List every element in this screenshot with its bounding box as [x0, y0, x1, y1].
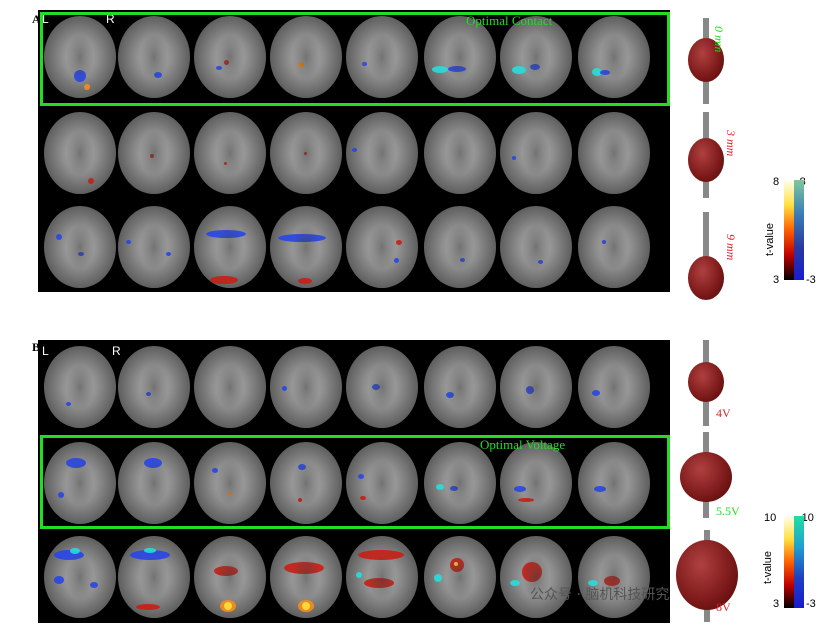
- row-a3: [38, 200, 668, 294]
- panel-a-highlight-box: [40, 12, 670, 106]
- voltage-label-5-5v: 5.5V: [716, 504, 740, 518]
- electrode-b2: [680, 432, 732, 518]
- row-b1: [38, 340, 668, 434]
- cbar-b-pos: [784, 516, 794, 608]
- cbar-a-title: t-value: [764, 222, 776, 256]
- panel-b-label: B: [32, 340, 41, 354]
- cbar-b-top-pos: 10: [764, 512, 777, 524]
- cbar-a-pos: [784, 180, 794, 280]
- contact-label-3: 3 mm: [724, 130, 738, 157]
- cbar-b-bottom-pos: 3: [773, 598, 780, 610]
- row-b2: [38, 436, 668, 530]
- watermark-text: 公众号 · 脑机科技研究: [530, 587, 670, 603]
- cbar-b-neg: [794, 516, 804, 608]
- row-a2: [38, 106, 668, 200]
- cbar-b-title: t-value: [762, 550, 774, 584]
- panel-b-right-label: R: [112, 344, 121, 358]
- row-a1: [38, 10, 668, 104]
- contact-label-9: 9 mm: [724, 234, 738, 261]
- cbar-a-bottom-pos: 3: [773, 274, 780, 286]
- cbar-a-bottom-neg: -3: [806, 274, 816, 286]
- electrode-a2: [688, 112, 724, 202]
- row-b3: [38, 530, 668, 624]
- panel-b-left-label: L: [42, 344, 49, 358]
- electrode-b3: [676, 530, 738, 622]
- electrode-b1: [686, 340, 726, 426]
- panel-a-image: L R: [38, 10, 670, 292]
- voltage-label-4v: 4V: [716, 406, 731, 420]
- panel-a-right-label: R: [106, 12, 115, 26]
- cbar-a-top-pos: 8: [773, 176, 780, 188]
- panel-b-highlight-box: [40, 435, 670, 529]
- panel-a-left-label: L: [42, 12, 49, 26]
- cbar-a-neg: [794, 180, 804, 280]
- panel-b-highlight-text: Optimal Voltage: [480, 437, 566, 452]
- panel-a-highlight-text: Optimal Contact: [466, 13, 553, 28]
- contact-label-0: 0 mm: [712, 26, 726, 53]
- electrode-a3: [688, 212, 724, 302]
- electrode-a1: [688, 18, 724, 108]
- cbar-b-bottom-neg: -3: [806, 598, 816, 610]
- panel-a-label: A: [32, 12, 41, 26]
- panel-b-image: L R: [38, 340, 670, 623]
- voltage-label-8v: 8V: [716, 600, 731, 614]
